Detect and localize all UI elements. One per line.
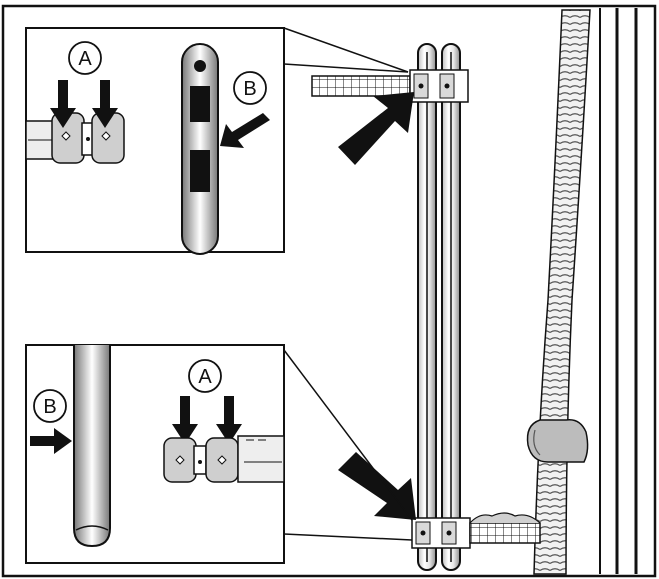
top-label-b: B — [243, 78, 256, 100]
top-clamp-rail — [311, 69, 469, 103]
circle-label-icon: B — [33, 389, 67, 423]
wall-edge — [599, 8, 638, 574]
circle-label-icon: A — [188, 359, 222, 393]
arrow-down-icon — [92, 80, 118, 128]
hose-clip — [526, 419, 589, 463]
arrow-diagonal-icon — [220, 113, 270, 148]
bottom-detail-inset: B A — [25, 344, 285, 564]
bottom-valve-assembly — [163, 435, 285, 483]
main-rods — [417, 43, 461, 571]
bottom-label-b: B — [43, 396, 56, 418]
big-arrow-icon — [338, 452, 416, 520]
top-detail-inset: A B — [25, 27, 285, 255]
top-label-a: A — [78, 48, 92, 70]
arrow-right-icon — [30, 428, 72, 454]
arrow-down-icon — [216, 396, 242, 444]
top-valve-assembly — [25, 112, 125, 164]
bottom-clamp-rail — [411, 512, 541, 549]
bottom-label-a: A — [198, 366, 212, 388]
arrow-down-icon — [172, 396, 198, 444]
bottom-rod-detail — [73, 345, 111, 548]
callout-lines — [283, 27, 413, 541]
circle-label-icon: A — [68, 41, 102, 75]
big-arrow-icon — [338, 92, 414, 165]
top-rod-detail — [181, 43, 219, 255]
arrow-down-icon — [50, 80, 76, 128]
circle-label-icon: B — [233, 71, 267, 105]
